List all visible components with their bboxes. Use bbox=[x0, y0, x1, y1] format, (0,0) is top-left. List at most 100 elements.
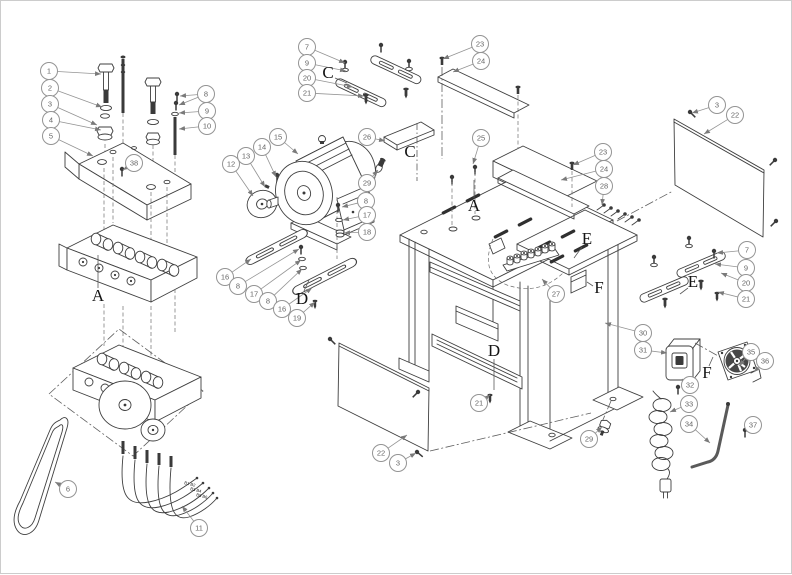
callout-balloon-29: 29 bbox=[581, 427, 603, 448]
svg-text:E: E bbox=[688, 272, 698, 291]
svg-text:3: 3 bbox=[396, 459, 400, 468]
callout-balloon-5: 5 bbox=[43, 128, 94, 157]
svg-text:30: 30 bbox=[639, 329, 647, 338]
svg-text:19: 19 bbox=[293, 314, 301, 323]
callout-balloon-31: 31 bbox=[635, 342, 668, 359]
svg-text:17: 17 bbox=[250, 290, 258, 299]
callout-balloon-32: 32 bbox=[682, 377, 699, 394]
callout-balloon-21: 21 bbox=[471, 395, 491, 412]
callout-balloon-21: 21 bbox=[718, 291, 755, 308]
svg-text:25: 25 bbox=[477, 134, 485, 143]
svg-text:36: 36 bbox=[761, 357, 769, 366]
svg-text:A: A bbox=[92, 286, 105, 305]
callout-balloon-3: 3 bbox=[390, 453, 417, 472]
svg-text:8: 8 bbox=[236, 282, 240, 291]
svg-text:14: 14 bbox=[258, 143, 266, 152]
roller-gearbox-upper bbox=[59, 225, 197, 359]
svg-text:26: 26 bbox=[363, 133, 371, 142]
svg-text:9: 9 bbox=[744, 264, 748, 273]
svg-text:18: 18 bbox=[363, 228, 371, 237]
foot-bolt bbox=[596, 418, 612, 437]
callout-balloon-34: 34 bbox=[681, 416, 711, 444]
callout-balloon-14: 14 bbox=[254, 139, 277, 178]
svg-text:29: 29 bbox=[363, 179, 371, 188]
side-panel-lower-left bbox=[327, 336, 429, 459]
callout-balloon-26: 26 bbox=[359, 129, 386, 146]
callout-balloon-24: 24 bbox=[453, 53, 490, 73]
hex-wrench bbox=[692, 402, 730, 467]
callout-balloon-6: 6 bbox=[55, 481, 77, 498]
bracket-f bbox=[571, 270, 586, 293]
svg-text:11: 11 bbox=[195, 524, 203, 533]
callout-balloon-25: 25 bbox=[473, 130, 490, 165]
svg-text:33: 33 bbox=[685, 400, 693, 409]
callout-balloon-37: 37 bbox=[745, 417, 762, 434]
svg-text:20: 20 bbox=[303, 74, 311, 83]
callout-balloon-28: 28 bbox=[596, 178, 613, 206]
svg-text:23: 23 bbox=[599, 148, 607, 157]
svg-text:27: 27 bbox=[552, 290, 560, 299]
svg-text:9: 9 bbox=[205, 107, 209, 116]
roller-gearbox-lower bbox=[49, 329, 203, 467]
svg-text:15: 15 bbox=[274, 133, 282, 142]
section-letter-A: A bbox=[468, 180, 481, 215]
svg-text:16: 16 bbox=[278, 305, 286, 314]
svg-text:37: 37 bbox=[749, 421, 757, 430]
svg-text:8: 8 bbox=[266, 297, 270, 306]
svg-text:24: 24 bbox=[600, 165, 608, 174]
svg-text:2: 2 bbox=[48, 84, 52, 93]
callout-balloon-1: 1 bbox=[41, 63, 102, 80]
svg-text:A: A bbox=[468, 196, 481, 215]
svg-text:E: E bbox=[582, 229, 592, 248]
svg-text:C: C bbox=[404, 142, 415, 161]
callout-balloon-27: 27 bbox=[542, 279, 565, 303]
svg-text:5: 5 bbox=[49, 132, 53, 141]
svg-text:6: 6 bbox=[66, 485, 70, 494]
svg-text:34: 34 bbox=[685, 420, 693, 429]
callout-balloon-9: 9 bbox=[715, 260, 755, 277]
conduit-fitting bbox=[374, 157, 386, 173]
callout-balloon-11: 11 bbox=[182, 506, 208, 537]
svg-text:10: 10 bbox=[203, 122, 211, 131]
svg-text:20: 20 bbox=[742, 279, 750, 288]
mounting-straps-c bbox=[334, 43, 422, 108]
svg-text:D: D bbox=[296, 289, 308, 308]
callout-balloon-15: 15 bbox=[270, 129, 299, 155]
callout-balloon-3: 3 bbox=[692, 97, 726, 114]
svg-text:4: 4 bbox=[49, 116, 53, 125]
svg-text:8: 8 bbox=[204, 90, 208, 99]
callout-balloon-20: 20 bbox=[721, 273, 755, 292]
svg-text:3: 3 bbox=[715, 101, 719, 110]
svg-text:3: 3 bbox=[48, 100, 52, 109]
svg-text:F: F bbox=[702, 363, 711, 382]
svg-text:F: F bbox=[594, 278, 603, 297]
callout-balloon-33: 33 bbox=[670, 396, 698, 413]
svg-text:21: 21 bbox=[303, 89, 311, 98]
svg-text:31: 31 bbox=[639, 346, 647, 355]
side-panel-upper-right bbox=[674, 109, 779, 237]
svg-text:D: D bbox=[488, 341, 500, 360]
svg-text:35: 35 bbox=[747, 348, 755, 357]
svg-text:9: 9 bbox=[305, 59, 309, 68]
callout-balloon-9: 9 bbox=[179, 103, 216, 120]
svg-text:16: 16 bbox=[221, 273, 229, 282]
svg-text:17: 17 bbox=[363, 211, 371, 220]
wire-label: B5 B6 bbox=[196, 492, 209, 500]
plug bbox=[660, 479, 671, 492]
power-cord bbox=[649, 391, 673, 498]
motor-pulley bbox=[243, 173, 280, 222]
svg-text:1: 1 bbox=[47, 67, 51, 76]
callout-balloon-8: 8 bbox=[179, 86, 215, 106]
svg-text:7: 7 bbox=[305, 43, 309, 52]
svg-text:21: 21 bbox=[742, 295, 750, 304]
mounting-straps-e bbox=[639, 236, 727, 309]
svg-text:7: 7 bbox=[745, 246, 749, 255]
svg-text:23: 23 bbox=[476, 40, 484, 49]
svg-text:21: 21 bbox=[475, 399, 483, 408]
callout-balloon-10: 10 bbox=[179, 118, 216, 135]
section-letter-F: F bbox=[587, 278, 604, 297]
svg-text:12: 12 bbox=[227, 160, 235, 169]
v-belt bbox=[14, 418, 68, 535]
